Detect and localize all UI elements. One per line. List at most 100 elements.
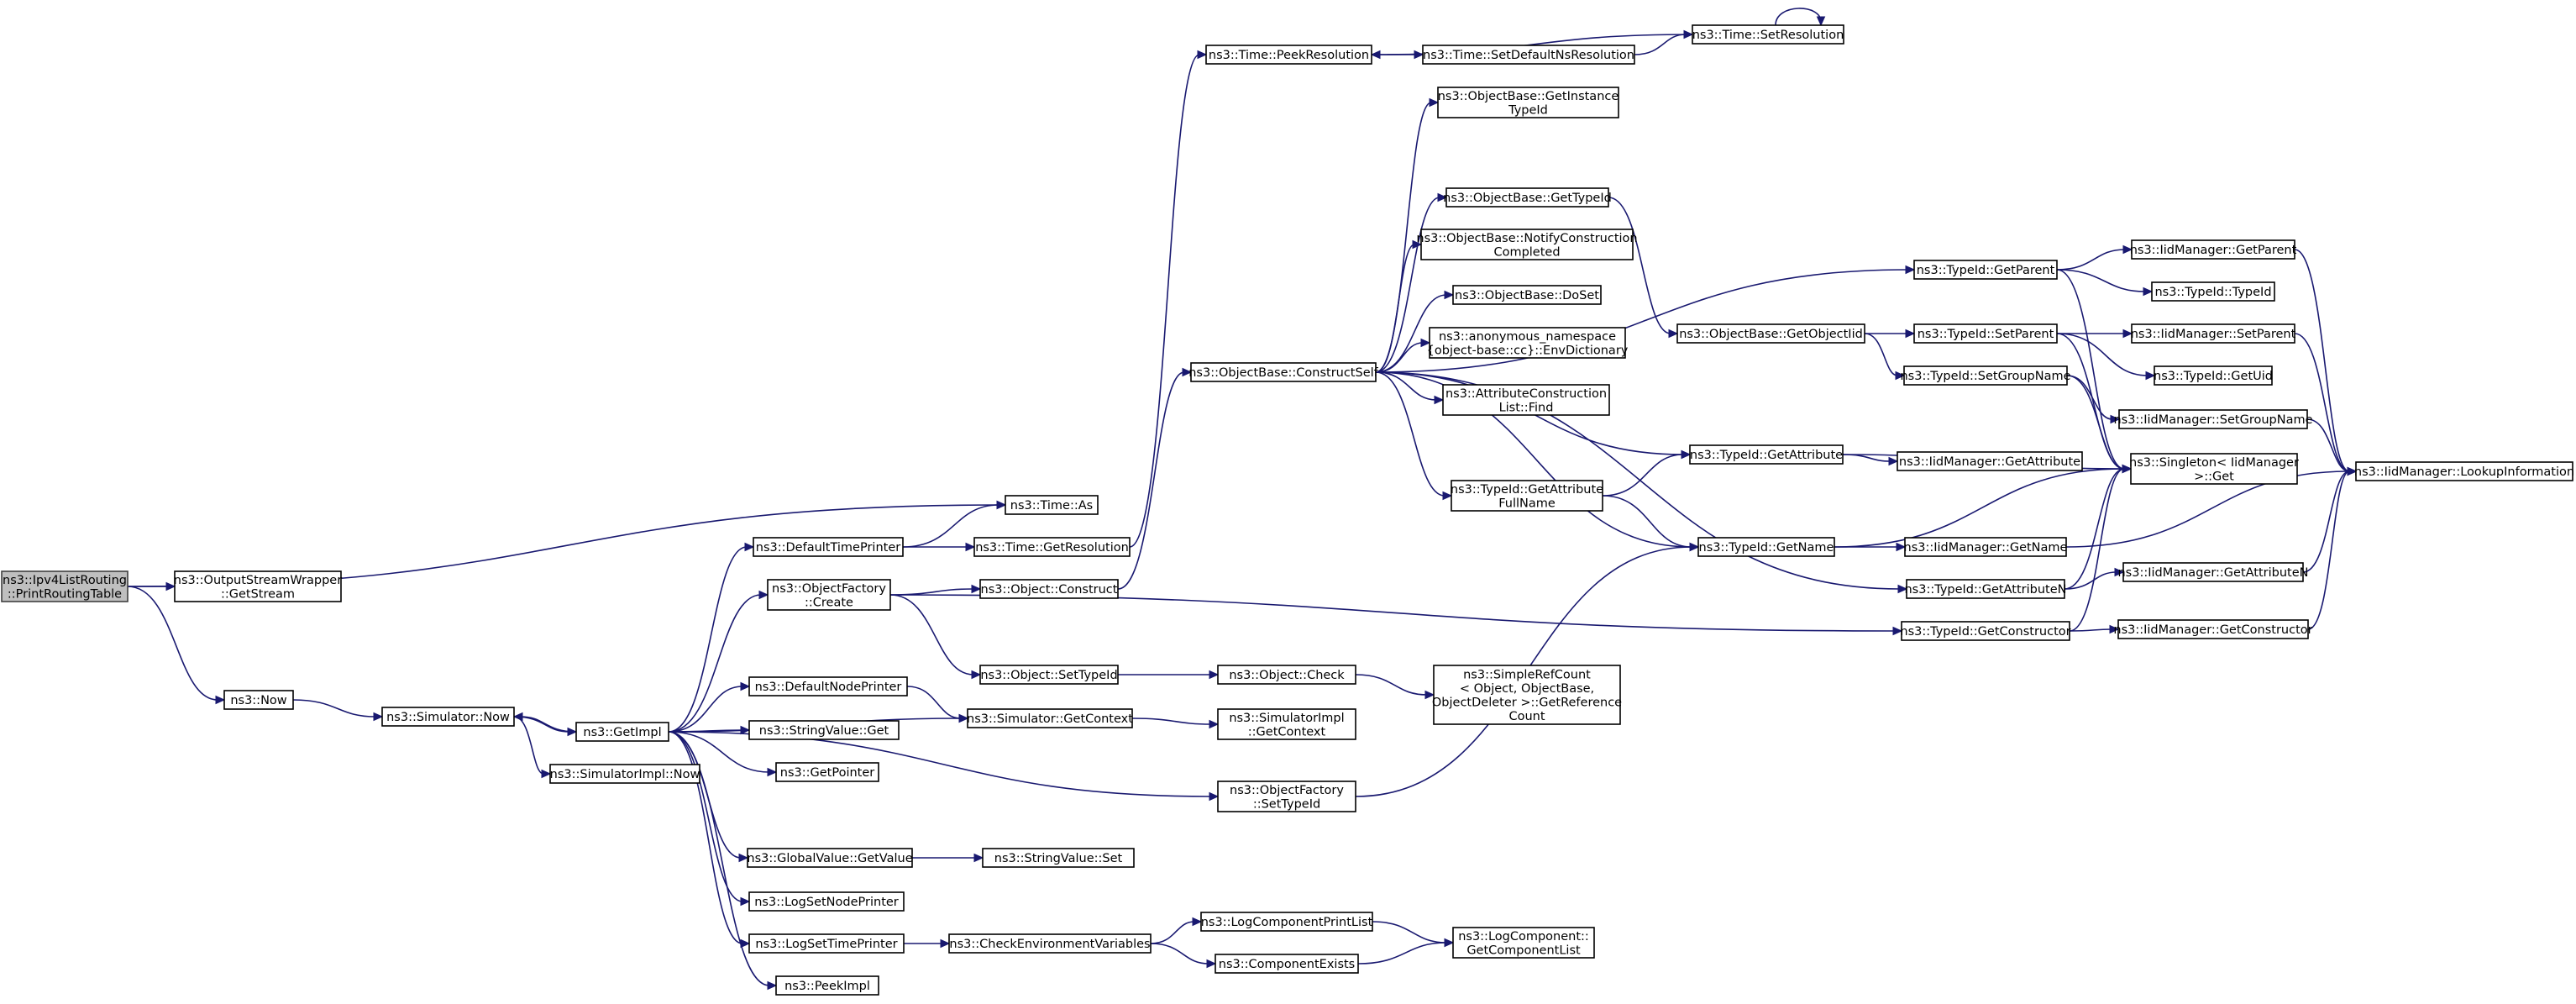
node-box <box>979 579 1119 599</box>
node-getresolution[interactable]: ns3::Time::GetResolution <box>973 537 1131 557</box>
node-objconstruct[interactable]: ns3::Object::Construct <box>979 579 1119 599</box>
node-envdictionary[interactable]: ns3::anonymous_namespace{object-base::cc… <box>1427 327 1629 359</box>
node-label: ns3::anonymous_namespace <box>1439 330 1616 344</box>
node-objcheck[interactable]: ns3::Object::Check <box>1217 665 1356 685</box>
node-objfactorycreate[interactable]: ns3::ObjectFactory::Create <box>767 579 891 611</box>
node-label: ns3::TypeId::TypeId <box>2154 286 2271 299</box>
node-simgetcontext[interactable]: ns3::Simulator::GetContext <box>967 708 1133 728</box>
node-singletonget[interactable]: ns3::Singleton< IidManager>::Get <box>2129 453 2299 485</box>
node-box <box>1420 229 1634 260</box>
node-typeidgetattribute[interactable]: ns3::TypeId::GetAttribute <box>1689 444 1844 465</box>
node-label: ns3::IidManager::GetName <box>1904 541 2068 555</box>
node-logcomponentprintlist[interactable]: ns3::LogComponentPrintList <box>1200 912 1373 932</box>
node-label: ns3::IidManager::GetConstructor <box>2113 623 2312 637</box>
node-label: ns3::TypeId::GetAttributeN <box>1904 583 2066 597</box>
node-typeidgetparent[interactable]: ns3::TypeId::GetParent <box>1913 260 2058 280</box>
node-lookupinformation[interactable]: ns3::IidManager::LookupInformation <box>2354 461 2574 481</box>
node-objsettypeid[interactable]: ns3::Object::SetTypeId <box>979 665 1119 685</box>
node-peekresolution[interactable]: ns3::Time::PeekResolution <box>1205 45 1372 65</box>
node-typeidtypeid[interactable]: ns3::TypeId::TypeId <box>2151 281 2275 302</box>
edge-arrowhead <box>1429 97 1440 108</box>
node-box <box>174 570 342 602</box>
node-label: ns3::Now <box>230 694 286 707</box>
node-box <box>1676 323 1865 344</box>
node-iidgetattribute[interactable]: ns3::IidManager::GetAttribute <box>1897 451 2083 471</box>
node-typeidgetconstructor[interactable]: ns3::TypeId::GetConstructor <box>1900 621 2071 641</box>
node-iidgetattributen[interactable]: ns3::IidManager::GetAttributeN <box>2117 562 2309 582</box>
node-defaulttimeprinter[interactable]: ns3::DefaultTimePrinter <box>753 537 904 557</box>
node-label: ns3::Time::SetDefaultNsResolution <box>1423 49 1634 62</box>
node-getimpl[interactable]: ns3::GetImpl <box>575 722 669 742</box>
node-stringvalueset[interactable]: ns3::StringValue::Set <box>982 848 1135 868</box>
node-typeidgetname[interactable]: ns3::TypeId::GetName <box>1697 537 1835 557</box>
node-notifyconstruction[interactable]: ns3::ObjectBase::NotifyConstructionCompl… <box>1416 229 1638 260</box>
edge-getimpl-to-objfactorysettypeid <box>668 731 1220 802</box>
node-constructself[interactable]: ns3::ObjectBase::ConstructSelf <box>1188 362 1379 382</box>
node-iidgetparent[interactable]: ns3::IidManager::GetParent <box>2130 239 2297 260</box>
node-globalvaluegetvalue[interactable]: ns3::GlobalValue::GetValue <box>747 848 913 868</box>
node-setdefaultns[interactable]: ns3::Time::SetDefaultNsResolution <box>1422 45 1635 65</box>
node-box <box>1429 327 1626 359</box>
node-box <box>753 537 904 557</box>
node-timeas[interactable]: ns3::Time::As <box>1005 495 1099 515</box>
node-simplerefcount[interactable]: ns3::SimpleRefCount< Object, ObjectBase,… <box>1432 665 1622 725</box>
edge-arrowhead <box>1681 449 1692 460</box>
node-label: ns3::StringValue::Set <box>994 852 1123 865</box>
node-box <box>767 579 891 611</box>
node-iidsetgroupname[interactable]: ns3::IidManager::SetGroupName <box>2113 409 2313 429</box>
node-logsetnodeprinter[interactable]: ns3::LogSetNodePrinter <box>748 891 905 912</box>
edge-arrowhead <box>1897 584 1908 594</box>
node-logsettimeprinter[interactable]: ns3::LogSetTimePrinter <box>748 933 905 954</box>
edge-getimpl-to-defaultnodeprinter <box>668 681 751 733</box>
node-label: ns3::SimulatorImpl::Now <box>550 768 700 781</box>
node-peekimpl[interactable]: ns3::PeekImpl <box>775 975 879 996</box>
node-box <box>1903 365 2068 386</box>
node-checkenvvars[interactable]: ns3::CheckEnvironmentVariables <box>948 933 1152 954</box>
node-simimplnow[interactable]: ns3::SimulatorImpl::Now <box>549 764 700 784</box>
edge-logsettimeprinter-to-checkenvvars <box>903 938 951 949</box>
node-label: ns3::IidManager::LookupInformation <box>2354 465 2574 479</box>
edge-getobjectiid-to-typeidsetparent <box>1865 329 1916 339</box>
node-getstream[interactable]: ns3::OutputStreamWrapper::GetStream <box>174 570 342 602</box>
node-objbasegettypeid[interactable]: ns3::ObjectBase::GetTypeId <box>1443 187 1612 208</box>
node-getobjectiid[interactable]: ns3::ObjectBase::GetObjectIid <box>1676 323 1865 344</box>
node-root[interactable]: ns3::Ipv4ListRouting::PrintRoutingTable <box>1 570 129 602</box>
node-now[interactable]: ns3::Now <box>223 690 294 710</box>
edge-arrowhead <box>1442 491 1453 501</box>
edge-setresolution-to-setresolution <box>1775 8 1826 27</box>
edge-iidgetconstructor-to-lookupinformation <box>2307 466 2358 630</box>
edge-getimpl-to-peekimpl <box>668 731 778 991</box>
node-setresolution[interactable]: ns3::Time::SetResolution <box>1692 24 1844 45</box>
node-getpointer[interactable]: ns3::GetPointer <box>775 762 879 782</box>
node-doset[interactable]: ns3::ObjectBase::DoSet <box>1452 285 1602 305</box>
node-label: TypeId <box>1508 103 1548 117</box>
node-box <box>1422 45 1635 65</box>
node-simnow[interactable]: ns3::Simulator::Now <box>381 707 515 727</box>
node-componentexists[interactable]: ns3::ComponentExists <box>1215 954 1359 974</box>
node-iidsetparent[interactable]: ns3::IidManager::SetParent <box>2131 323 2296 344</box>
node-typeidsetgroupname[interactable]: ns3::TypeId::SetGroupName <box>1900 365 2071 386</box>
node-typeidgetuid[interactable]: ns3::TypeId::GetUid <box>2154 365 2273 386</box>
node-stringvalueget[interactable]: ns3::StringValue::Get <box>748 720 900 740</box>
node-box <box>1217 781 1356 812</box>
node-label: {object-base::cc}::EnvDictionary <box>1427 344 1629 357</box>
nodes-layer: ns3::Ipv4ListRouting::PrintRoutingTablen… <box>1 24 2574 996</box>
edge-arrowhead <box>1370 50 1381 60</box>
edge-arrowhead <box>965 542 976 552</box>
node-typeidgetattributen[interactable]: ns3::TypeId::GetAttributeN <box>1904 579 2067 599</box>
node-iidgetconstructor[interactable]: ns3::IidManager::GetConstructor <box>2113 619 2313 639</box>
node-label: Count <box>1508 710 1545 723</box>
node-box <box>979 665 1119 685</box>
node-objfactorysettypeid[interactable]: ns3::ObjectFactory::SetTypeId <box>1217 781 1356 812</box>
node-iidgetname[interactable]: ns3::IidManager::GetName <box>1904 537 2068 557</box>
edge-defaulttimeprinter-to-getresolution <box>902 542 976 552</box>
edge-objconstruct-to-constructself <box>1117 367 1193 590</box>
node-typeidsetparent[interactable]: ns3::TypeId::SetParent <box>1913 323 2058 344</box>
edge-arrowhead <box>1892 626 1903 636</box>
node-defaultnodeprinter[interactable]: ns3::DefaultNodePrinter <box>748 676 908 696</box>
node-getcomponentlist[interactable]: ns3::LogComponent::GetComponentList <box>1452 927 1595 959</box>
node-simimplgetcontext[interactable]: ns3::SimulatorImpl::GetContext <box>1217 708 1356 740</box>
